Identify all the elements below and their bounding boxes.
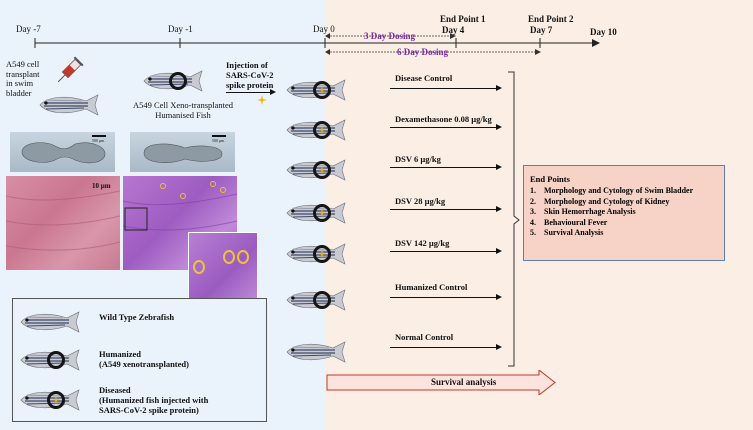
treatment-bracket: [508, 71, 520, 367]
treatment-arrow: [390, 85, 502, 91]
endpoint-item: 1.Morphology and Cytology of Swim Bladde…: [530, 186, 694, 195]
scale-bar-right: 500 µm: [212, 138, 225, 143]
endpoint-item: 4.Behavioural Fever: [530, 217, 608, 227]
injection-arrow: [226, 89, 276, 95]
treatment-arrow: [390, 344, 502, 350]
treatment-arrow: [390, 206, 502, 212]
endpoint1-label: End Point 1: [440, 14, 486, 24]
swim-bladder-image-left: 500 µm: [10, 132, 115, 172]
xeno-label: A549 Cell Xeno-transplanted Humanised Fi…: [132, 100, 234, 120]
humanized-control-fish-icon: [285, 287, 349, 313]
endpoint-item: 5.Survival Analysis: [530, 228, 604, 237]
endpoint2-label: End Point 2: [528, 14, 574, 24]
dexamethasone-fish-icon: [285, 117, 349, 143]
swim-bladder-image-right: 500 µm: [130, 132, 235, 172]
survival-analysis-label: Survival analysis: [431, 377, 497, 387]
legend-wild-label: Wild Type Zebrafish: [99, 312, 175, 322]
scale-bar-left: 500 µm: [92, 138, 105, 143]
micro-scale-label: 10 µm: [92, 182, 111, 190]
treatment-arrow: [390, 248, 502, 254]
treatment-dexamethasone: Dexamethasone 0.08 µg/kg: [395, 114, 492, 124]
treatment-disease-control: Disease Control: [395, 73, 453, 83]
timeline: [34, 33, 600, 55]
treatment-humanized-control: Humanized Control: [395, 282, 468, 292]
treatment-normal-control: Normal Control: [395, 332, 454, 342]
legend-diseased-sub1: (Humanized fish injected with: [99, 395, 209, 405]
legend-diseased-fish-icon: [19, 387, 83, 413]
day7-label: Day 7: [530, 25, 553, 35]
treatment-arrow: [390, 164, 502, 170]
day4-label: Day 4: [442, 25, 465, 35]
day-minus7-label: Day -7: [16, 24, 41, 34]
legend-humanized-sub: (A549 xenotransplanted): [99, 359, 189, 369]
dsv6-fish-icon: [285, 157, 349, 183]
histology-normal-image: 10 µm: [6, 176, 120, 270]
treatment-dsv-6: DSV 6 µg/kg: [395, 154, 441, 164]
endpoint-item: 2.Morphology and Cytology of Kidney: [530, 196, 670, 206]
transplant-label: A549 cell transplant in swim bladder: [6, 59, 40, 98]
legend-humanized-label: Humanized: [99, 349, 142, 359]
endpoints-box: End Points 1.Morphology and Cytology of …: [523, 165, 725, 261]
treatment-dsv-28: DSV 28 µg/kg: [395, 196, 446, 206]
endpoints-title: End Points: [530, 174, 570, 184]
spike-protein-icon: [257, 95, 267, 105]
wild-type-fish-icon: [38, 92, 102, 118]
endpoint-item: 3.Skin Hemorrhage Analysis: [530, 207, 636, 216]
day0-label: Day 0: [313, 24, 335, 34]
legend-wild-fish-icon: [19, 309, 83, 335]
humanized-fish-icon: [142, 68, 214, 98]
treatment-dsv-142: DSV 142 µg/kg: [395, 238, 450, 248]
dsv28-fish-icon: [285, 200, 349, 226]
disease-control-fish-icon: [285, 77, 349, 103]
treatment-arrow: [390, 294, 502, 300]
legend-humanized-fish-icon: [19, 347, 83, 373]
day10-label: Day 10: [590, 27, 617, 37]
day-minus1-label: Day -1: [168, 24, 193, 34]
survival-analysis-arrow: Survival analysis: [325, 368, 557, 397]
injection-label: Injection of SARS-CoV-2 spike protein: [226, 60, 274, 90]
six-day-dosing-label: 6 Day Dosing: [397, 47, 449, 57]
treatment-arrow: [390, 124, 502, 130]
dsv142-fish-icon: [285, 241, 349, 267]
legend-box: Wild Type Zebrafish Humanized (A549 xeno…: [12, 298, 267, 422]
syringe-icon: [57, 56, 84, 83]
three-day-dosing-label: 3 Day Dosing: [364, 31, 416, 41]
legend-diseased-sub2: SARS-CoV-2 spike protein): [99, 405, 199, 415]
legend-diseased-label: Diseased: [99, 385, 131, 395]
histology-zoom-inset: [188, 232, 258, 300]
normal-control-fish-icon: [285, 339, 349, 365]
